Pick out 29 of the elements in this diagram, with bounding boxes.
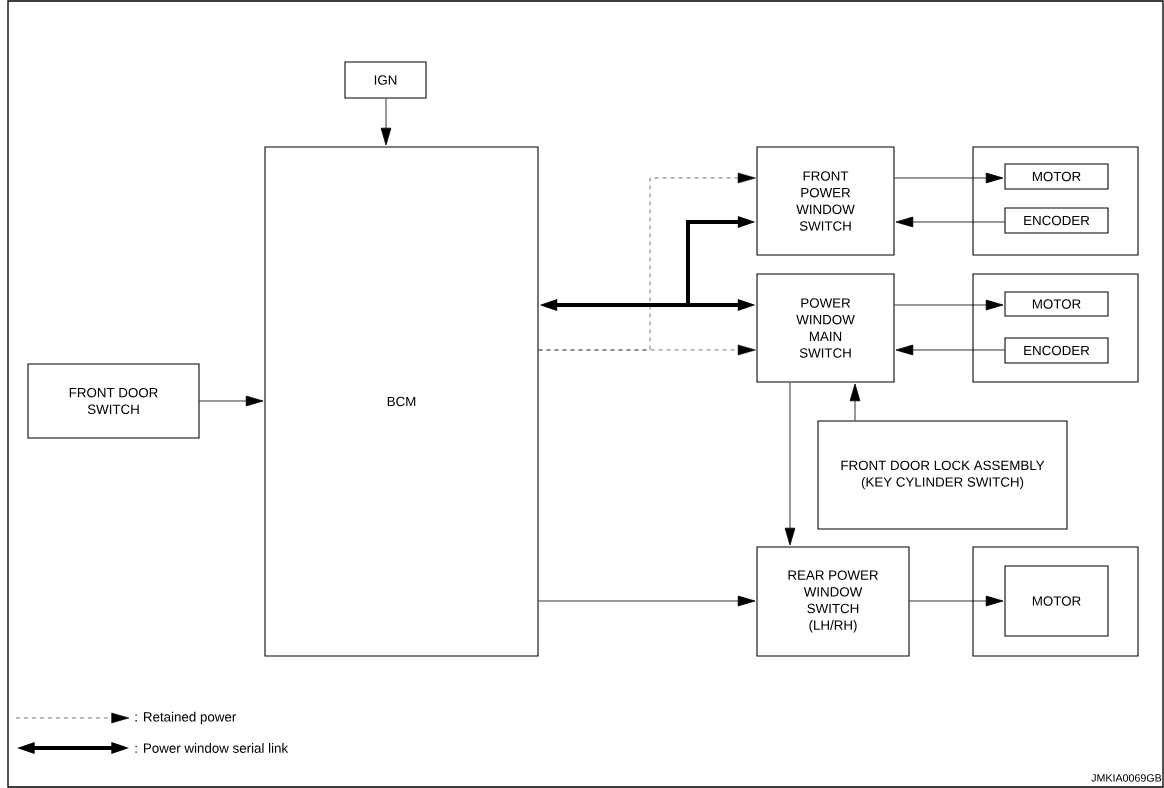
component-box: MOTOR <box>1004 291 1109 317</box>
component-box: POWER WINDOW MAIN SWITCH <box>756 273 895 383</box>
arrow <box>784 382 796 546</box>
component-box: ENCODER <box>1004 337 1109 364</box>
component-box: REAR POWER WINDOW SWITCH (LH/RH) <box>756 546 910 657</box>
arrow <box>894 172 1004 184</box>
component-box: MOTOR <box>1004 565 1109 637</box>
legend-text: : Power window serial link <box>135 743 289 753</box>
component-box: BCM <box>264 146 539 657</box>
module-box <box>972 273 1139 383</box>
arrow <box>538 344 756 356</box>
component-box: IGN <box>344 61 427 99</box>
module-box <box>972 146 1139 256</box>
legend-text: : Retained power <box>135 711 237 725</box>
arrow <box>895 216 1005 228</box>
figure-code: JMKIA0069GB <box>1091 774 1162 782</box>
module-box <box>972 546 1139 657</box>
arrow <box>849 383 861 421</box>
arrow <box>909 595 1004 607</box>
arrow <box>894 299 1004 311</box>
component-box: FRONT DOOR LOCK ASSEMBLY (KEY CYLINDER SWITCH) <box>817 420 1068 530</box>
arrow <box>895 344 1005 356</box>
arrow <box>380 98 392 146</box>
component-box: FRONT DOOR SWITCH <box>27 363 200 439</box>
component-box: MOTOR <box>1004 163 1109 190</box>
component-box: ENCODER <box>1004 207 1109 234</box>
arrow <box>199 395 264 407</box>
component-box: FRONT POWER WINDOW SWITCH <box>756 146 895 256</box>
arrow <box>538 595 756 607</box>
